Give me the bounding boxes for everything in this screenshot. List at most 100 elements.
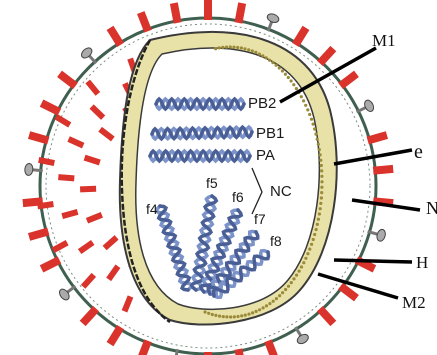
matrix-dot bbox=[233, 315, 236, 318]
label-e: e bbox=[414, 141, 423, 163]
matrix-dot bbox=[287, 285, 290, 288]
matrix-dot bbox=[272, 300, 275, 303]
hemagglutinin-spike-icon bbox=[80, 306, 99, 326]
internal-protein-mark bbox=[58, 174, 74, 181]
hemagglutinin-spike-icon bbox=[40, 100, 61, 116]
matrix-dot bbox=[287, 76, 290, 79]
hemagglutinin-spike-icon bbox=[170, 2, 182, 23]
internal-protein-mark bbox=[80, 186, 96, 193]
matrix-dot bbox=[268, 302, 271, 305]
matrix-dot bbox=[306, 108, 309, 111]
matrix-dot bbox=[240, 46, 243, 49]
matrix-dot bbox=[295, 87, 298, 90]
internal-protein-mark bbox=[81, 273, 96, 289]
internal-protein-mark bbox=[85, 80, 100, 96]
hemagglutinin-spike-icon bbox=[367, 131, 388, 144]
matrix-dot bbox=[312, 238, 315, 241]
matrix-dot bbox=[244, 314, 247, 317]
matrix-dot bbox=[251, 49, 254, 52]
matrix-dot bbox=[310, 243, 313, 246]
matrix-dot bbox=[222, 315, 225, 318]
segment-label-f7: f7 bbox=[254, 211, 266, 227]
matrix-dot bbox=[232, 46, 235, 49]
matrix-dot bbox=[314, 133, 317, 136]
segment-label-pb2: PB2 bbox=[248, 95, 276, 112]
matrix-dot bbox=[319, 202, 322, 205]
matrix-dot bbox=[278, 66, 281, 69]
matrix-dot bbox=[313, 233, 316, 236]
internal-protein-mark bbox=[86, 212, 103, 224]
segment-label-pa: PA bbox=[256, 147, 275, 164]
hemagglutinin-spike-icon bbox=[338, 71, 359, 89]
matrix-dot bbox=[300, 95, 303, 98]
internal-protein-mark bbox=[106, 265, 120, 282]
matrix-dot bbox=[271, 61, 274, 64]
matrix-dot bbox=[229, 45, 232, 48]
hemagglutinin-spike-icon bbox=[107, 26, 124, 47]
segment-label-f6: f6 bbox=[232, 189, 244, 205]
matrix-dot bbox=[292, 277, 295, 280]
matrix-dot bbox=[218, 46, 221, 49]
matrix-dot bbox=[211, 313, 214, 316]
matrix-dot bbox=[281, 69, 284, 72]
matrix-dot bbox=[281, 291, 284, 294]
matrix-dot bbox=[258, 53, 261, 56]
matrix-dot bbox=[278, 294, 281, 297]
hemagglutinin-spike-icon bbox=[292, 26, 309, 47]
label-n: N bbox=[426, 198, 437, 218]
matrix-dot bbox=[317, 143, 320, 146]
matrix-dot bbox=[295, 274, 298, 277]
matrix-dot bbox=[225, 315, 228, 318]
matrix-dot bbox=[320, 180, 323, 183]
matrix-dot bbox=[302, 99, 305, 102]
matrix-dot bbox=[319, 153, 322, 156]
matrix-dot bbox=[317, 218, 320, 221]
internal-protein-mark bbox=[84, 155, 101, 166]
matrix-dot bbox=[207, 312, 210, 315]
matrix-dot bbox=[254, 51, 257, 54]
matrix-dot bbox=[308, 113, 311, 116]
matrix-dot bbox=[214, 314, 217, 317]
label-h: H bbox=[416, 253, 428, 272]
matrix-dot bbox=[214, 47, 217, 50]
matrix-dot bbox=[240, 314, 243, 317]
matrix-dot bbox=[221, 46, 224, 49]
matrix-dot bbox=[304, 104, 307, 107]
matrix-dot bbox=[275, 64, 278, 67]
segment-label-f4: f4 bbox=[146, 201, 158, 217]
internal-protein-mark bbox=[78, 240, 95, 254]
hemagglutinin-spike-icon bbox=[28, 131, 49, 144]
matrix-dot bbox=[292, 83, 295, 86]
label-m2: M2 bbox=[402, 293, 426, 312]
matrix-dot bbox=[284, 288, 287, 291]
matrix-dot bbox=[258, 308, 261, 311]
pointer-h bbox=[334, 260, 412, 262]
matrix-dot bbox=[318, 148, 321, 151]
matrix-dot bbox=[320, 186, 323, 189]
matrix-dot bbox=[300, 265, 303, 268]
matrix-dot bbox=[262, 306, 265, 309]
segment-label-f8: f8 bbox=[270, 233, 282, 249]
hemagglutinin-spike-icon bbox=[317, 306, 336, 326]
matrix-dot bbox=[275, 297, 278, 300]
internal-protein-mark bbox=[54, 114, 71, 127]
matrix-dot bbox=[319, 159, 322, 162]
matrix-dot bbox=[236, 46, 239, 49]
matrix-dot bbox=[236, 315, 239, 318]
hemagglutinin-spike-icon bbox=[235, 2, 247, 23]
matrix-dot bbox=[320, 175, 323, 178]
matrix-dot bbox=[268, 59, 271, 62]
matrix-dot bbox=[255, 310, 258, 313]
segment-label-pb1: PB1 bbox=[256, 125, 284, 142]
matrix-dot bbox=[319, 207, 322, 210]
hemagglutinin-spike-icon bbox=[317, 46, 336, 66]
hemagglutinin-spike-icon bbox=[28, 228, 49, 241]
hemagglutinin-spike-icon bbox=[264, 339, 279, 355]
matrix-dot bbox=[218, 315, 221, 318]
hemagglutinin-spike-icon bbox=[355, 256, 376, 272]
hemagglutinin-spike-icon bbox=[137, 11, 152, 33]
label-m1: M1 bbox=[372, 31, 396, 50]
nc-label: NC bbox=[270, 183, 292, 200]
matrix-dot bbox=[316, 138, 319, 141]
hemagglutinin-spike-icon bbox=[204, 0, 212, 20]
